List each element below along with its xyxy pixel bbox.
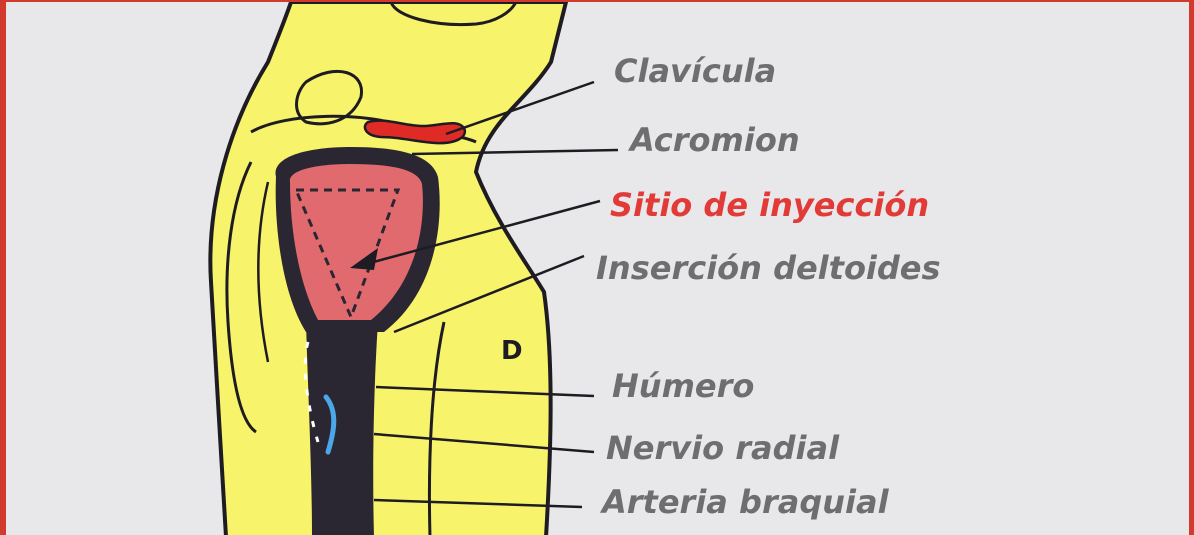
- humerus-shaft: [306, 322, 378, 535]
- label-clavicula: Clavícula: [614, 55, 776, 87]
- label-insercion-deltoides: Inserción deltoides: [596, 252, 941, 284]
- label-arteria-braquial: Arteria braquial: [602, 486, 889, 518]
- label-humero: Húmero: [612, 370, 754, 402]
- label-sitio-inyeccion: Sitio de inyección: [610, 189, 929, 221]
- label-nervio-radial: Nervio radial: [606, 432, 839, 464]
- label-acromion: Acromion: [630, 124, 800, 156]
- region-letter: D: [501, 338, 523, 364]
